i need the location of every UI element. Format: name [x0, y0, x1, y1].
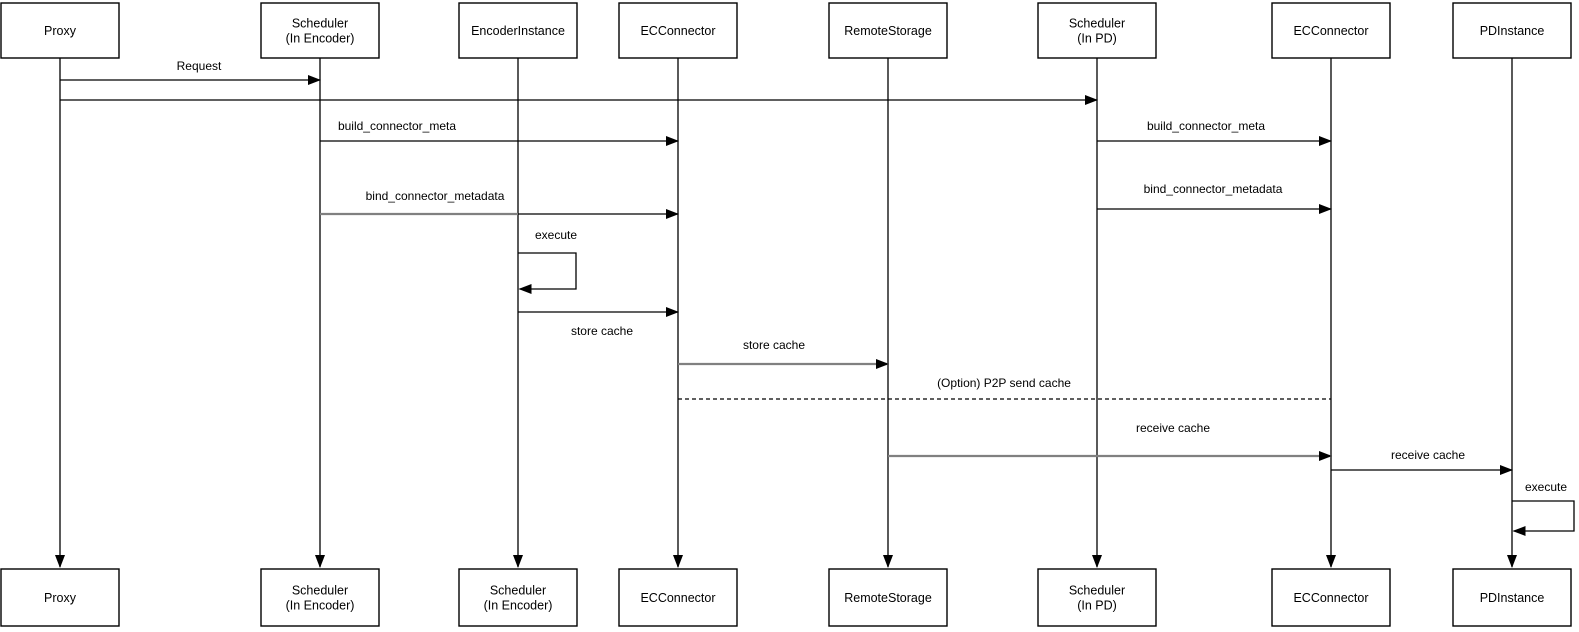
- message-label-7: store cache: [571, 324, 633, 338]
- actor-top-label-scheduler-pd: Scheduler(In PD): [1069, 17, 1125, 46]
- message-label-0: Request: [177, 59, 222, 73]
- actor-top-label-proxy: Proxy: [44, 24, 77, 38]
- actor-top-box-remote-storage: [828, 2, 948, 59]
- actor-bottom-box-scheduler-pd: [1037, 568, 1157, 627]
- actor-top-label-scheduler-encoder: Scheduler(In Encoder): [286, 17, 355, 46]
- self-loop-label-0: execute: [535, 228, 577, 242]
- actor-top-box-encoder-instance: [458, 2, 578, 59]
- message-label-6: bind_connector_metadata: [1144, 182, 1283, 196]
- actor-top-box-ec-connector-1: [618, 2, 738, 59]
- self-loop-label-1: execute: [1525, 480, 1567, 494]
- message-label-9: (Option) P2P send cache: [937, 376, 1071, 390]
- actor-bottom-label-pd-instance: PDInstance: [1480, 591, 1545, 605]
- actor-bottom-box-ec-connector-2: [1271, 568, 1391, 627]
- actor-bottom-box-remote-storage: [828, 568, 948, 627]
- message-label-8: store cache: [743, 338, 805, 352]
- self-loop-0: [518, 252, 577, 294]
- actor-top-label-ec-connector-2: ECConnector: [1293, 24, 1368, 38]
- actor-bottom-box-proxy: [0, 568, 120, 627]
- message-label-3: build_connector_meta: [1147, 119, 1265, 133]
- actor-top-box-scheduler-encoder: [260, 2, 380, 59]
- actor-bottom-label-remote-storage: RemoteStorage: [844, 591, 932, 605]
- actor-bottom-box-scheduler-encoder: [260, 568, 380, 627]
- message-label-2: build_connector_meta: [338, 119, 456, 133]
- actor-bottom-label-scheduler-pd: Scheduler(In PD): [1069, 584, 1125, 613]
- actor-top-box-scheduler-pd: [1037, 2, 1157, 59]
- actor-bottom-label-scheduler-encoder: Scheduler(In Encoder): [286, 584, 355, 613]
- actor-top-label-pd-instance: PDInstance: [1480, 24, 1545, 38]
- message-label-11: receive cache: [1391, 448, 1465, 462]
- self-loop-1: [1512, 500, 1575, 536]
- actor-top-label-encoder-instance: EncoderInstance: [471, 24, 565, 38]
- actor-top-label-ec-connector-1: ECConnector: [640, 24, 715, 38]
- actor-bottom-box-encoder-instance: [458, 568, 578, 627]
- actor-bottom-label-proxy: Proxy: [44, 591, 77, 605]
- actor-top-label-remote-storage: RemoteStorage: [844, 24, 932, 38]
- actor-top-box-pd-instance: [1452, 2, 1572, 59]
- actor-bottom-label-ec-connector-2: ECConnector: [1293, 591, 1368, 605]
- message-label-10: receive cache: [1136, 421, 1210, 435]
- message-label-4: bind_connector_metadata: [366, 189, 505, 203]
- actor-bottom-box-ec-connector-1: [618, 568, 738, 627]
- actor-bottom-label-ec-connector-1: ECConnector: [640, 591, 715, 605]
- actor-top-box-ec-connector-2: [1271, 2, 1391, 59]
- actor-bottom-label-encoder-instance: Scheduler(In Encoder): [484, 584, 553, 613]
- actor-bottom-box-pd-instance: [1452, 568, 1572, 627]
- actor-top-box-proxy: [0, 2, 120, 59]
